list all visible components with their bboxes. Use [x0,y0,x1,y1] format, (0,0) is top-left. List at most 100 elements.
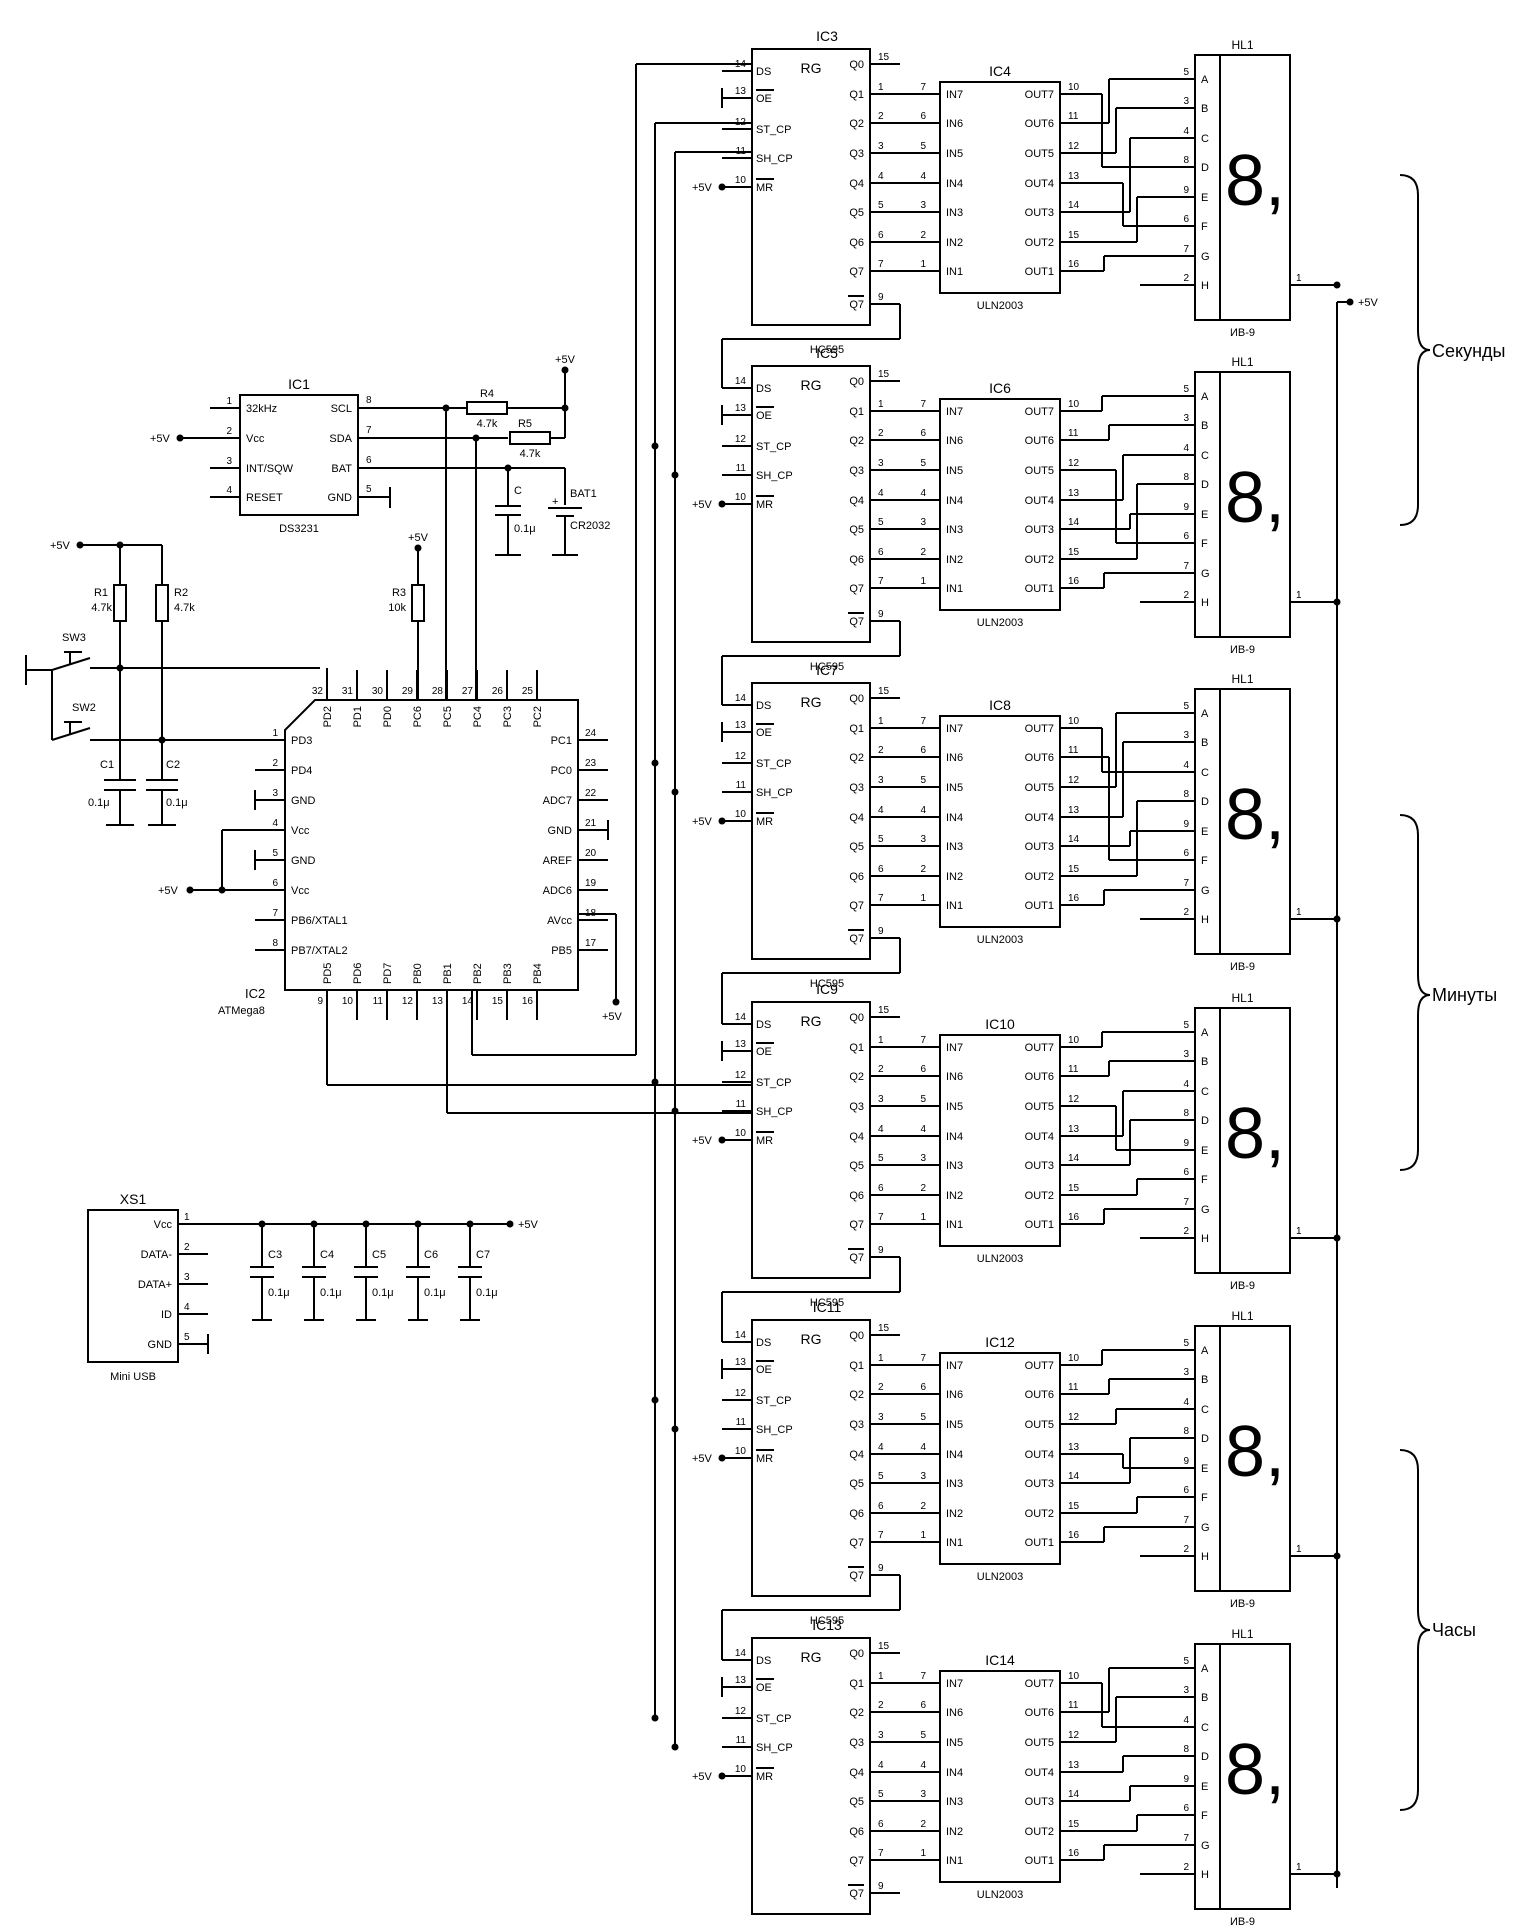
ic2-pin-name: PB7/XTAL2 [291,945,348,957]
hc595-pin-name: Q7 [849,616,864,628]
uln2003-pin-num: 13 [1068,1760,1080,1771]
uln2003-pin-num: 12 [1068,141,1080,152]
uln2003-pin-num: 16 [1068,893,1080,904]
uln2003-pin-name: IN4 [946,178,963,190]
hc595-part: HC595 [810,661,844,673]
display-seg-name: A [1201,1345,1209,1357]
hc595-pin-name: Q2 [849,1707,864,1719]
hc595-pin-name: OE [756,1364,772,1376]
display-pin-num: 4 [1183,1715,1189,1726]
cap-value: 0.1μ [424,1287,446,1299]
uln2003-pin-name: OUT6 [1025,435,1054,447]
hc595-body [751,1637,871,1915]
uln2003-pin-name: OUT2 [1025,871,1054,883]
display-ref: HL1 [1231,1309,1253,1323]
bat-ref: BAT1 [570,488,597,500]
uln2003-pin-num: 4 [920,1124,926,1135]
vcc-label: +5V [408,532,429,544]
hc595-pin-num: 6 [878,547,884,558]
stage-3: IC7RGHC59514DS13OE12ST_CP11SH_CP10MR+5V1… [651,662,1341,1024]
ic2-pin-name: PC3 [502,706,514,727]
display-part: ИВ-9 [1230,961,1255,973]
display-ref: HL1 [1231,1627,1253,1641]
uln2003-pin-num: 2 [920,1183,926,1194]
c2-ref: C2 [166,759,180,771]
c1-ref: C1 [100,759,114,771]
hc595-pin-name: ST_CP [756,441,791,453]
uln2003-pin-num: 3 [920,1153,926,1164]
ic2-pin-name: PC1 [551,735,572,747]
uln2003-pin-num: 15 [1068,864,1080,875]
hc595-pin-name: MR [756,1453,773,1465]
xs1-pin-name: ID [161,1309,172,1321]
hc595-pin-num: 13 [735,720,747,731]
display-pin-num: 1 [1296,1544,1302,1555]
display-seg-name: G [1201,885,1210,897]
display-seg-name: G [1201,568,1210,580]
display-seg-name: B [1201,1374,1208,1386]
hc595-pin-name: Q7 [849,933,864,945]
display-seg-name: H [1201,1869,1209,1881]
uln2003-part: ULN2003 [977,1889,1023,1901]
hc595-pin-num: 9 [878,1563,884,1574]
uln2003-pin-num: 12 [1068,775,1080,786]
hc595-pin-name: MR [756,499,773,511]
display-pin-num: 2 [1183,273,1189,284]
hc595-pin-num: 15 [878,369,890,380]
hc595-pin-num: 14 [735,376,747,387]
display-pin-num: 5 [1183,1656,1189,1667]
junction-dot [718,500,726,508]
hc595-pin-name: Q2 [849,1071,864,1083]
cap-value: 0.1μ [476,1287,498,1299]
hc595-pin-name: Q3 [849,1737,864,1749]
hc595-pin-num: 13 [735,1357,747,1368]
display-seg-name: E [1201,1463,1208,1475]
vcc-label: +5V [692,499,713,511]
display-pin-num: 2 [1183,1544,1189,1555]
hc595-pin-num: 5 [878,517,884,528]
display-pin-num: 6 [1183,531,1189,542]
display-seg-name: A [1201,708,1209,720]
hc595-pin-num: 10 [735,1764,747,1775]
uln2003-pin-name: IN6 [946,1389,963,1401]
hc595-pin-name: Q2 [849,1389,864,1401]
cap-ref: C6 [424,1249,438,1261]
uln2003-pin-num: 13 [1068,1124,1080,1135]
hc595-pin-num: 12 [735,1706,747,1717]
uln2003-pin-num: 16 [1068,1530,1080,1541]
hc595-pin-name: Q1 [849,1360,864,1372]
hc595-pin-num: 2 [878,111,884,122]
hc595-pin-num: 4 [878,488,884,499]
uln2003-pin-name: OUT5 [1025,1419,1054,1431]
hc595-pin-name: Q7 [849,1537,864,1549]
uln2003-pin-num: 10 [1068,1671,1080,1682]
hc595-pin-num: 6 [878,864,884,875]
uln2003-pin-name: OUT6 [1025,1071,1054,1083]
hc595-pin-num: 10 [735,175,747,186]
hc595-pin-name: Q7 [849,583,864,595]
display-seg-name: F [1201,221,1208,233]
ic2-pin-num: 25 [522,686,534,697]
hc595-pin-name: Q6 [849,237,864,249]
hc595-pin-num: 9 [878,609,884,620]
ic2-pin-num: 31 [342,686,354,697]
display-pin-num: 2 [1183,1862,1189,1873]
hc595-pin-name: SH_CP [756,153,793,165]
uln2003-pin-num: 15 [1068,1819,1080,1830]
display-digit: 8, [1225,458,1285,538]
uln2003-pin-name: IN3 [946,1478,963,1490]
bat-value: CR2032 [570,520,610,532]
r4-value: 4.7k [477,418,498,430]
vfd-display [1194,54,1291,321]
hc595-pin-num: 9 [878,1881,884,1892]
uln2003-pin-name: OUT4 [1025,1449,1054,1461]
uln2003-part: ULN2003 [977,1253,1023,1265]
uln2003-pin-num: 7 [920,1035,926,1046]
uln2003-pin-name: IN7 [946,1678,963,1690]
uln2003-pin-name: IN2 [946,871,963,883]
ic1-pin-num: 3 [226,456,232,467]
cap-value: 0.1μ [320,1287,342,1299]
uln2003-pin-num: 12 [1068,1730,1080,1741]
uln2003-pin-name: OUT4 [1025,1767,1054,1779]
buttons-circuit: +5V R1 4.7k R2 4.7k R3 10k +5V SW3 [25,532,429,826]
